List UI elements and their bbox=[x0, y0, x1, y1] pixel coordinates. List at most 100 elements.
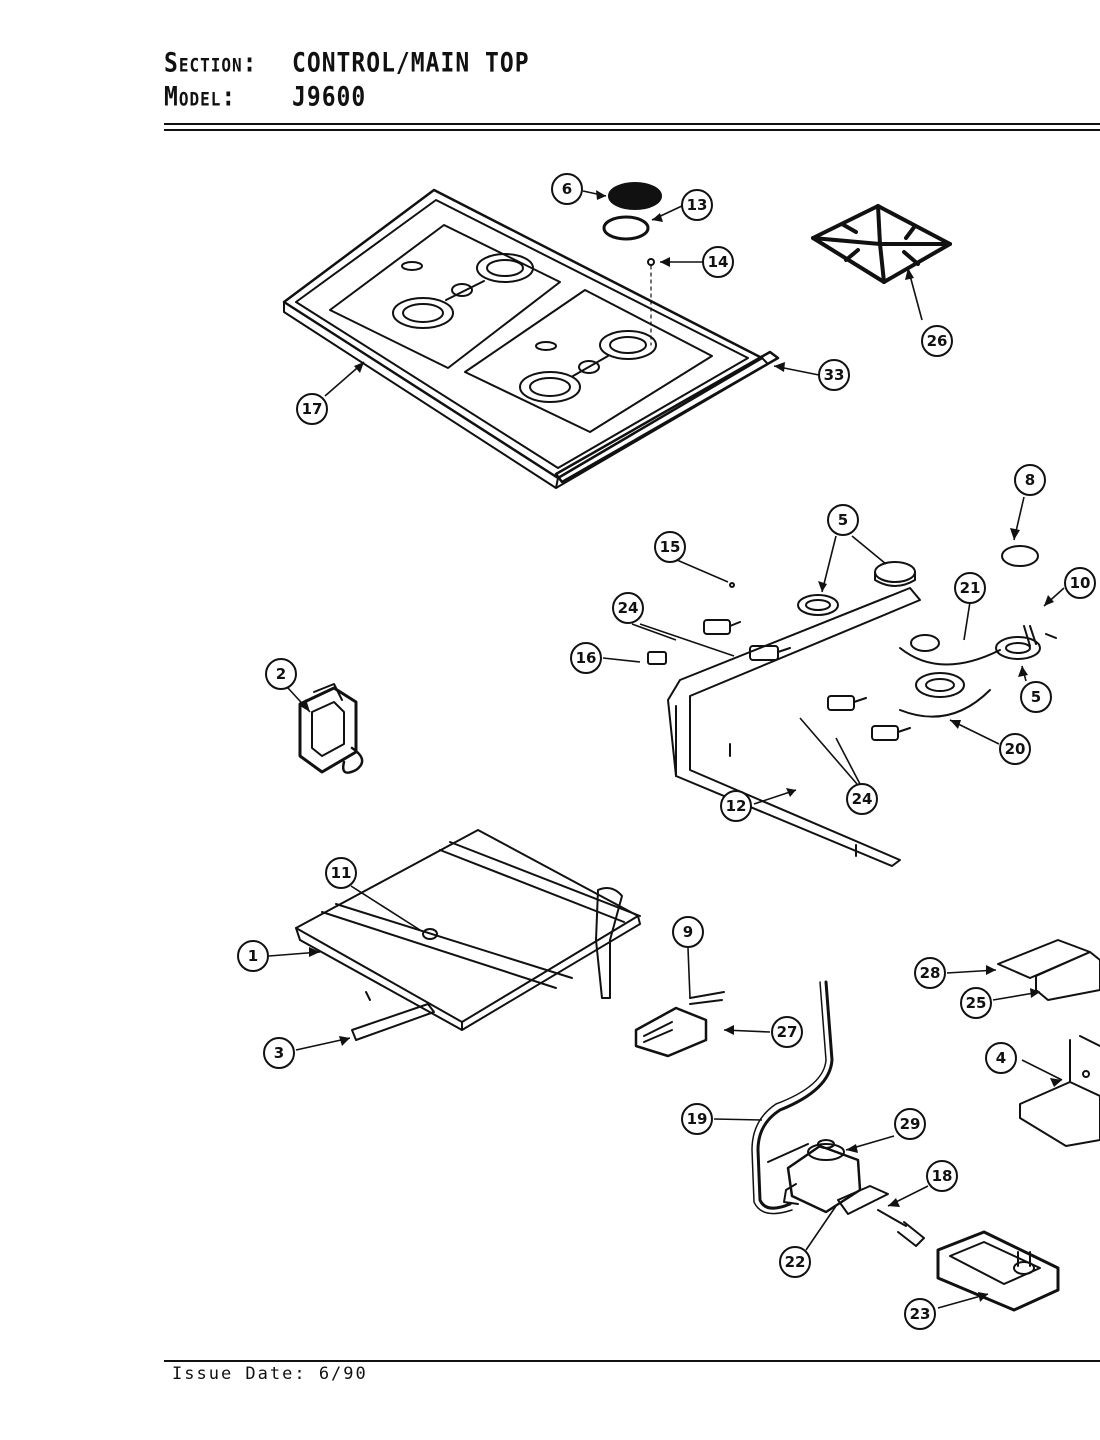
callout-8: 8 bbox=[1014, 464, 1046, 496]
callout-number: 25 bbox=[966, 994, 987, 1012]
callout-number: 10 bbox=[1070, 574, 1091, 592]
callout-circle bbox=[237, 940, 269, 972]
bracket-4 bbox=[1019, 1081, 1100, 1147]
callout-16: 16 bbox=[570, 642, 602, 674]
leader-arrowheads bbox=[300, 190, 1062, 1302]
callout-number: 3 bbox=[274, 1044, 284, 1062]
callout-circle bbox=[681, 1103, 713, 1135]
callout-number: 17 bbox=[302, 400, 323, 418]
screw-part bbox=[647, 258, 655, 266]
callout-circle bbox=[551, 173, 583, 205]
callout-number: 21 bbox=[960, 579, 981, 597]
model-value: J9600 bbox=[292, 82, 367, 113]
callout-circle bbox=[779, 1246, 811, 1278]
callout-number: 13 bbox=[687, 196, 708, 214]
callout-number: 11 bbox=[331, 864, 352, 882]
callout-circle bbox=[771, 1016, 803, 1048]
callout-10: 10 bbox=[1064, 567, 1096, 599]
gas-line bbox=[756, 980, 834, 1210]
gas-valve bbox=[936, 1230, 1060, 1312]
callout-18: 18 bbox=[926, 1160, 958, 1192]
callout-circle bbox=[954, 572, 986, 604]
callout-number: 22 bbox=[785, 1253, 806, 1271]
callout-number: 6 bbox=[562, 180, 572, 198]
callout-12: 12 bbox=[720, 790, 752, 822]
callout-6: 6 bbox=[551, 173, 583, 205]
callout-9: 9 bbox=[672, 916, 704, 948]
callout-4: 4 bbox=[985, 1042, 1017, 1074]
orifice-fitting bbox=[877, 1209, 925, 1247]
callout-circle bbox=[818, 359, 850, 391]
leader-lines bbox=[268, 190, 1065, 1309]
callout-15: 15 bbox=[654, 531, 686, 563]
callout-number: 33 bbox=[824, 366, 845, 384]
callout-28: 28 bbox=[914, 957, 946, 989]
callout-17: 17 bbox=[296, 393, 328, 425]
callout-circle bbox=[921, 325, 953, 357]
callout-circle bbox=[265, 658, 297, 690]
callout-circle bbox=[985, 1042, 1017, 1074]
callout-circle bbox=[960, 987, 992, 1019]
callout-circle bbox=[999, 733, 1031, 765]
callout-circle bbox=[914, 957, 946, 989]
callout-number: 24 bbox=[852, 790, 873, 808]
callout-1: 1 bbox=[237, 940, 269, 972]
callout-19: 19 bbox=[681, 1103, 713, 1135]
callout-22: 22 bbox=[779, 1246, 811, 1278]
callout-circle bbox=[702, 246, 734, 278]
callout-24: 24 bbox=[612, 592, 644, 624]
callout-circle bbox=[846, 783, 878, 815]
callout-circle bbox=[827, 504, 859, 536]
callout-number: 2 bbox=[276, 665, 286, 683]
callout-number: 15 bbox=[660, 538, 681, 556]
callout-3: 3 bbox=[263, 1037, 295, 1069]
callout-number: 16 bbox=[576, 649, 597, 667]
callout-circle bbox=[681, 189, 713, 221]
callout-circle bbox=[1064, 567, 1096, 599]
callout-number: 5 bbox=[1031, 688, 1041, 706]
callout-number: 14 bbox=[708, 253, 729, 271]
callout-26: 26 bbox=[921, 325, 953, 357]
model-label: Model: bbox=[164, 82, 237, 113]
callout-circle bbox=[296, 393, 328, 425]
issue-date: Issue Date: 6/90 bbox=[172, 1364, 368, 1384]
callout-circle bbox=[654, 531, 686, 563]
manifold-assembly bbox=[647, 545, 1057, 867]
burner-cap bbox=[608, 182, 662, 210]
callout-number: 1 bbox=[248, 947, 258, 965]
burner-ring bbox=[602, 215, 650, 241]
callout-circle bbox=[570, 642, 602, 674]
callout-number: 29 bbox=[900, 1115, 921, 1133]
callout-circle bbox=[672, 916, 704, 948]
callout-circle bbox=[612, 592, 644, 624]
callout-number: 8 bbox=[1025, 471, 1035, 489]
header: Section:CONTROL/MAIN TOP Model: J9600 bbox=[164, 44, 530, 113]
footer-rule bbox=[164, 1360, 1100, 1362]
section-value: CONTROL/MAIN TOP bbox=[292, 48, 530, 79]
burner-grate bbox=[811, 204, 952, 284]
callout-number: 9 bbox=[683, 923, 693, 941]
callout-2: 2 bbox=[265, 658, 297, 690]
callout-5: 5 bbox=[1020, 681, 1052, 713]
callout-33: 33 bbox=[818, 359, 850, 391]
callout-5: 5 bbox=[827, 504, 859, 536]
callout-circle bbox=[1014, 464, 1046, 496]
trim-strip bbox=[554, 350, 780, 484]
callout-number: 23 bbox=[910, 1305, 931, 1323]
callout-27: 27 bbox=[771, 1016, 803, 1048]
callout-circle bbox=[926, 1160, 958, 1192]
callout-number: 18 bbox=[932, 1167, 953, 1185]
callout-29: 29 bbox=[894, 1108, 926, 1140]
burner-part bbox=[634, 991, 725, 1058]
callout-number: 5 bbox=[838, 511, 848, 529]
section-line: Section:CONTROL/MAIN TOP bbox=[164, 44, 530, 83]
main-top-panel bbox=[282, 188, 769, 489]
callout-20: 20 bbox=[999, 733, 1031, 765]
header-rule-bottom bbox=[164, 129, 1100, 131]
callout-circle bbox=[263, 1037, 295, 1069]
callout-circle bbox=[904, 1298, 936, 1330]
callout-24: 24 bbox=[846, 783, 878, 815]
header-rule-top bbox=[164, 123, 1100, 125]
callout-number: 27 bbox=[777, 1023, 798, 1041]
